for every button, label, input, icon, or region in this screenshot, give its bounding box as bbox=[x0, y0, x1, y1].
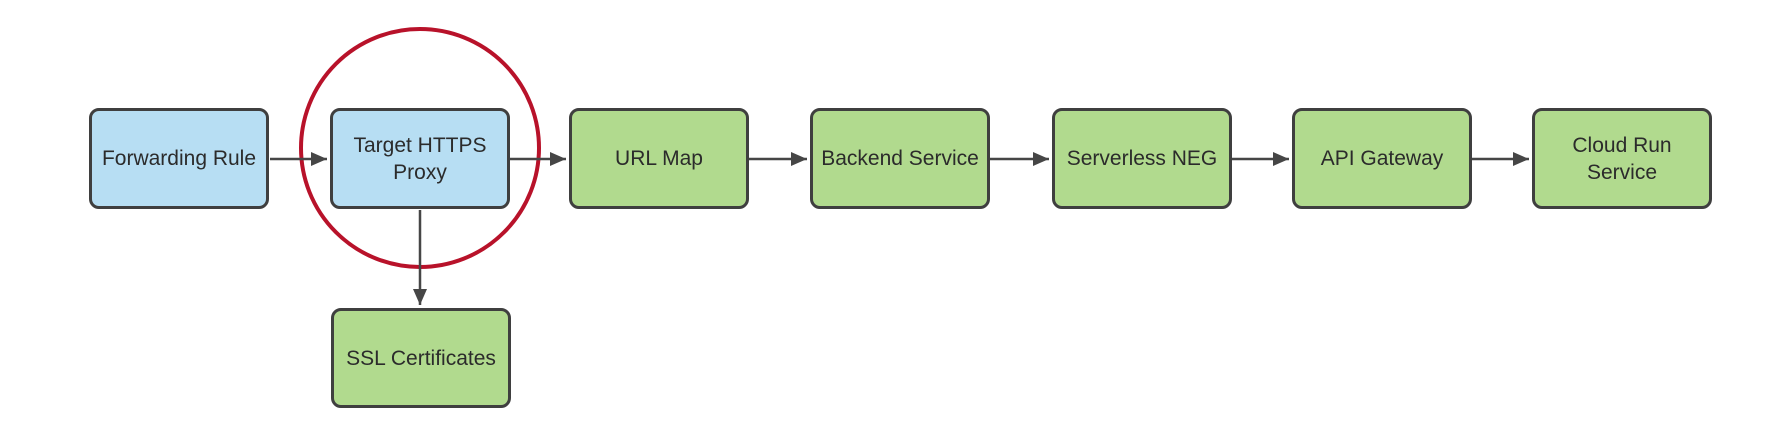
node-label-cloud-run-service: Cloud Run Service bbox=[1572, 133, 1672, 184]
node-ssl-certificates[interactable]: SSL Certificates bbox=[331, 308, 511, 408]
node-url-map[interactable]: URL Map bbox=[569, 108, 749, 209]
node-label-serverless-neg: Serverless NEG bbox=[1066, 147, 1218, 170]
node-label-url-map: URL Map bbox=[615, 147, 703, 170]
node-backend-service[interactable]: Backend Service bbox=[810, 108, 990, 209]
node-label-api-gateway: API Gateway bbox=[1320, 147, 1444, 170]
node-serverless-neg[interactable]: Serverless NEG bbox=[1052, 108, 1232, 209]
node-label-forwarding-rule: Forwarding Rule bbox=[101, 147, 257, 170]
node-label-target-https-proxy: Target HTTPS Proxy bbox=[353, 133, 487, 184]
node-label-backend-service: Backend Service bbox=[821, 147, 979, 170]
node-target-https-proxy[interactable]: Target HTTPS Proxy bbox=[330, 108, 510, 209]
node-label-ssl-certificates: SSL Certificates bbox=[346, 346, 496, 370]
node-forwarding-rule[interactable]: Forwarding Rule bbox=[89, 108, 269, 209]
node-cloud-run-service[interactable]: Cloud Run Service bbox=[1532, 108, 1712, 209]
node-api-gateway[interactable]: API Gateway bbox=[1292, 108, 1472, 209]
